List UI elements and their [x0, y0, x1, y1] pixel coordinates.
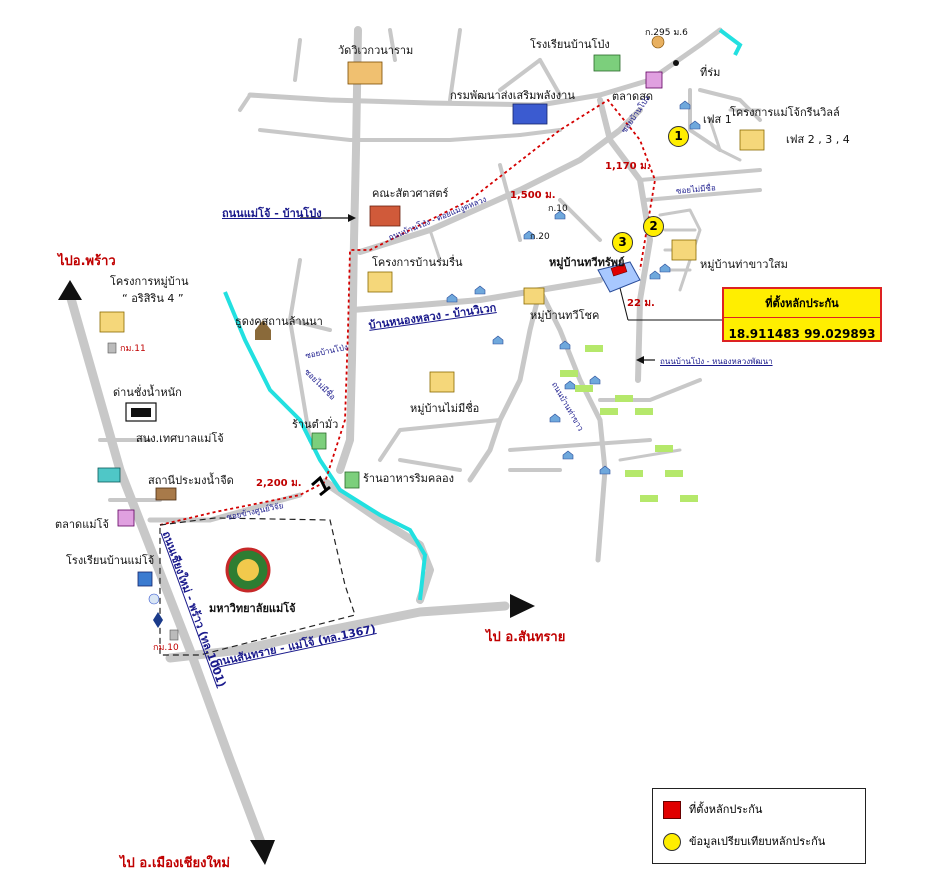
village-tawisap-label: หมู่บ้านทวีทรัพย์ [549, 256, 625, 269]
fishery-label: สถานีประมงน้ำจืด [148, 474, 234, 487]
village-tawichok-label: หมู่บ้านทวีโชค [530, 309, 600, 322]
property-block [597, 261, 641, 293]
arrow-east-icon [510, 594, 535, 618]
village-tasaisom-label: หมู่บ้านท่าขาวใสม [700, 258, 788, 271]
km11-label: กม.11 [120, 344, 146, 354]
noodle-shop-label: ร้านตำมั่ว [292, 418, 339, 431]
comparison-marker-1[interactable]: 1 [668, 126, 689, 147]
school-banpong-label: โรงเรียนบ้านโป่ง [530, 38, 610, 51]
k10-label: ก.10 [548, 204, 568, 214]
project-icons [97, 35, 765, 641]
direction-chiangmai-label: ไป อ.เมืองเชียงใหม่ [120, 856, 230, 871]
coordinates-title: ที่ตั้งหลักประกัน [765, 297, 839, 310]
km10-label: กม.10 [153, 643, 179, 653]
phase1-label: เฟส 1 [703, 113, 732, 126]
direction-phrao-label: ไปอ.พร้าว [58, 254, 116, 269]
distance-22-label: 22 ม. [627, 298, 655, 309]
distance-1170-label: 1,170 ม. [605, 161, 651, 172]
school-maejo-label: โรงเรียนบ้านแม่โจ้ [66, 554, 155, 567]
project-arisin-label-2: “ อริสิริน 4 ” [122, 292, 184, 305]
comparison-marker-3[interactable]: 3 [612, 232, 633, 253]
coordinates-box: ที่ตั้งหลักประกัน 18.911483 99.029893 [722, 287, 882, 342]
field-icons [560, 345, 698, 502]
dept-energy-label: กรมพัฒนาส่งเสริมพลังงาน [450, 89, 575, 102]
junction-icon [311, 475, 331, 497]
university-boundary [159, 517, 356, 656]
coordinates-value: 18.911483 99.029893 [724, 317, 880, 341]
project-arisin-label-1: โครงการหมู่บ้าน [110, 275, 189, 288]
legend-comparison-row: ข้อมูลเปรียบเทียบหลักประกัน [663, 832, 825, 851]
route-line [159, 98, 656, 526]
tirom-label: ที่ร่ม [700, 66, 721, 79]
road-maejo-banpong-label: ถนนแม่โจ้ - บ้านโป่ง [222, 207, 322, 220]
maejo-green-label: โครงการแม่โจ้กรีนวิลล์ [730, 106, 840, 119]
legend-property-row: ที่ตั้งหลักประกัน [663, 800, 762, 819]
distance-1500-label: 1,500 ม. [510, 190, 556, 201]
municipal-label: สนง.เทศบาลแม่โจ้ [136, 432, 224, 445]
arrow-north-icon [58, 280, 82, 300]
yellow-circle-icon [663, 833, 681, 851]
village-maimeechue-label: หมู่บ้านไม่มีชื่อ [410, 402, 480, 415]
map-legend: ที่ตั้งหลักประกัน ข้อมูลเปรียบเทียบหลักป… [652, 788, 866, 864]
wat-label: วัดวิเวกวนาราม [338, 44, 414, 57]
restaurant-label: ร้านอาหารริมคลอง [363, 472, 454, 485]
river [223, 291, 428, 601]
phase234-label: เฟส 2 , 3 , 4 [786, 133, 850, 146]
road-banpong-nonghong-label: ถนนบ้านโป่ง - หนองหลวงพัฒนา [660, 357, 773, 366]
maejo-univ-label: มหาวิทยาลัยแม่โจ้ [209, 602, 296, 615]
distance-2200-label: 2,200 ม. [256, 478, 302, 489]
legend-comparison-label: ข้อมูลเปรียบเทียบหลักประกัน [689, 835, 826, 848]
university-seal [225, 547, 271, 593]
direction-sansai-label: ไป อ.สันทราย [486, 630, 566, 645]
market-maejo-label: ตลาดแม่โจ้ [55, 518, 109, 531]
k20-label: ก.20 [530, 232, 550, 242]
red-square-icon [663, 801, 681, 819]
km295-label: ก.295 ม.6 [645, 28, 688, 38]
road-network [65, 26, 762, 850]
flag-lanna-label: ธูดงคสถานล้านนา [235, 315, 323, 328]
market-sod-label: ตลาดสด [612, 90, 654, 103]
weighing-label: ด่านชั่งน้ำหนัก [113, 386, 182, 399]
comparison-marker-2[interactable]: 2 [643, 216, 664, 237]
arrow-south-icon [250, 840, 275, 865]
ban-romruen-label: โครงการบ้านร่มรื่น [372, 256, 463, 269]
stream [718, 28, 743, 56]
vet-faculty-label: คณะสัตวศาสตร์ [372, 187, 449, 200]
legend-property-label: ที่ตั้งหลักประกัน [689, 803, 763, 816]
